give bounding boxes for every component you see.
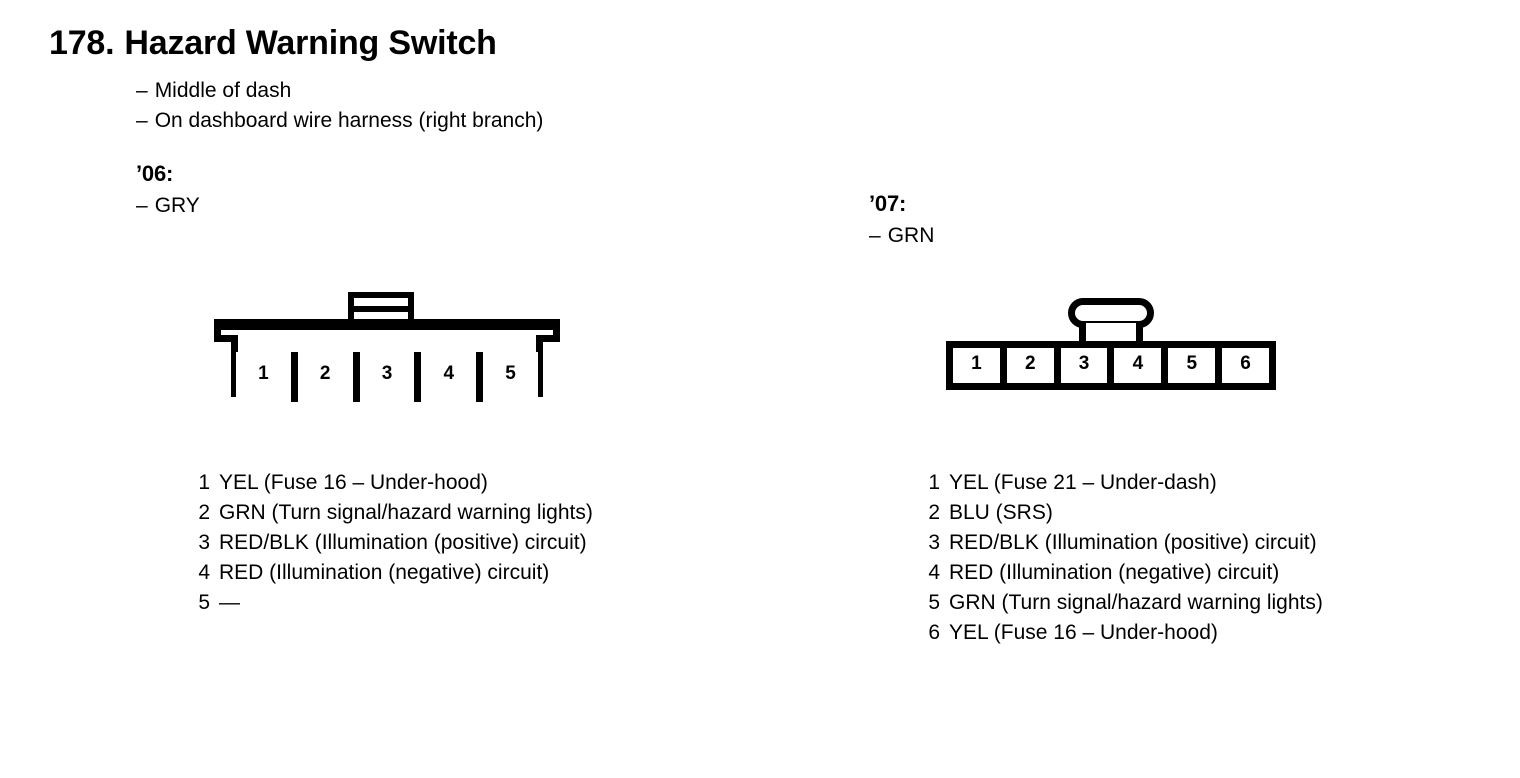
location-item-label: Middle of dash xyxy=(154,79,292,102)
pin-cavity: 3 xyxy=(352,352,415,402)
year-label-06: ’06: xyxy=(136,161,174,186)
year-label-07: ’07: xyxy=(869,191,907,216)
pin-assignment-row: 6 YEL (Fuse 16 – Under-hood) xyxy=(920,618,1323,648)
pin-cavity: 4 xyxy=(414,352,477,402)
pin-number: 1 xyxy=(198,471,210,494)
pin-number: 5 xyxy=(928,591,940,614)
pin-description: GRN (Turn signal/hazard warning lights) xyxy=(219,501,593,524)
pin-cavity: 1 xyxy=(953,348,1000,383)
pin-cavity-number: 3 xyxy=(381,363,393,384)
page-title: 178.Hazard Warning Switch xyxy=(49,24,497,63)
pin-number: 1 xyxy=(928,471,940,494)
pin-description: RED (Illumination (negative) circuit) xyxy=(219,561,550,584)
pin-cavity: 1 xyxy=(236,352,291,402)
year-heading-07: ’07: –GRN xyxy=(869,191,934,248)
connector-latch-neck xyxy=(1079,323,1143,345)
connector-body-06: 1 2 3 4 5 xyxy=(214,319,560,402)
pin-cavity: 2 xyxy=(290,352,353,402)
connector-color-code-07: GRN xyxy=(887,224,935,247)
pin-assignment-list-06: 1 YEL (Fuse 16 – Under-hood) 2 GRN (Turn s… xyxy=(190,468,593,618)
location-item-label: On dashboard wire harness (right branch) xyxy=(154,109,544,132)
location-list: –Middle of dash –On dashboard wire harne… xyxy=(136,76,543,136)
connector-color-code-06: GRY xyxy=(154,194,200,217)
pin-cavity-number: 3 xyxy=(1078,352,1090,374)
page-title-number: 178. xyxy=(49,24,115,62)
pin-cavity-number: 4 xyxy=(443,363,455,384)
pin-assignment-row: 5 GRN (Turn signal/hazard warning lights) xyxy=(920,588,1323,618)
pin-assignment-row: 4 RED (Illumination (negative) circuit) xyxy=(920,558,1323,588)
pin-description: RED/BLK (Illumination (positive) circuit… xyxy=(219,531,587,554)
pin-description: BLU (SRS) xyxy=(949,501,1053,524)
pin-number: 2 xyxy=(928,501,940,524)
page-title-text: Hazard Warning Switch xyxy=(124,24,497,62)
pin-number: 6 xyxy=(928,621,940,644)
pin-description: YEL (Fuse 16 – Under-hood) xyxy=(219,471,488,494)
connector-inner-wall-right xyxy=(536,335,543,397)
pin-description: RED (Illumination (negative) circuit) xyxy=(949,561,1280,584)
pin-cavity-number: 1 xyxy=(258,363,269,384)
pin-assignment-row: 1 YEL (Fuse 21 – Under-dash) xyxy=(920,468,1323,498)
pin-cavity: 3 xyxy=(1053,348,1108,383)
pin-cavity-number: 1 xyxy=(971,352,982,374)
connector-color-06: –GRY xyxy=(136,194,200,218)
dash-icon: – xyxy=(136,109,148,132)
pin-number: 4 xyxy=(198,561,210,584)
pin-cavity-number: 2 xyxy=(1024,352,1036,374)
pin-assignment-row: 5— xyxy=(190,588,593,618)
pin-cavity-number: 5 xyxy=(1186,352,1198,374)
pin-assignment-row: 3 RED/BLK (Illumination (positive) circui… xyxy=(920,528,1323,558)
pin-description: GRN (Turn signal/hazard warning lights) xyxy=(949,591,1323,614)
pin-description: YEL (Fuse 21 – Under-dash) xyxy=(949,471,1217,494)
pin-cavity: 5 xyxy=(476,352,538,402)
dash-icon: – xyxy=(136,79,148,102)
location-item: –On dashboard wire harness (right branch… xyxy=(136,106,543,136)
pin-description: YEL (Fuse 16 – Under-hood) xyxy=(949,621,1218,644)
pin-cavity-number: 5 xyxy=(505,363,516,384)
tab-slot-line xyxy=(354,306,408,312)
pin-cavity-number: 6 xyxy=(1240,352,1251,374)
connector-shoulder-right xyxy=(536,335,560,342)
pin-number: 3 xyxy=(198,531,210,554)
pin-number: 5 xyxy=(198,591,210,614)
pin-cavity: 5 xyxy=(1161,348,1216,383)
pin-cavity: 6 xyxy=(1215,348,1269,383)
connector-top-plate xyxy=(214,319,560,330)
pin-cavity: 2 xyxy=(999,348,1054,383)
pin-assignment-row: 2 BLU (SRS) xyxy=(920,498,1323,528)
pin-number: 4 xyxy=(928,561,940,584)
pin-number: 2 xyxy=(198,501,210,524)
pin-cavity-number: 4 xyxy=(1132,352,1144,374)
connector-pin-row-06: 1 2 3 4 5 xyxy=(236,352,538,402)
connector-pin-row-07: 1 2 3 4 5 6 xyxy=(946,341,1276,390)
pin-description: RED/BLK (Illumination (positive) circuit… xyxy=(949,531,1317,554)
connector-color-07: –GRN xyxy=(869,224,934,248)
dash-icon: – xyxy=(136,194,148,217)
pin-assignment-list-07: 1 YEL (Fuse 21 – Under-dash) 2 BLU (SRS) 3… xyxy=(920,468,1323,648)
connector-outer-wall-right xyxy=(553,319,560,341)
pin-assignment-row: 1 YEL (Fuse 16 – Under-hood) xyxy=(190,468,593,498)
connector-inner-wall-left xyxy=(231,335,238,397)
connector-outer-wall-left xyxy=(214,319,221,341)
pin-cavity-number: 2 xyxy=(319,363,331,384)
pin-assignment-row: 3 RED/BLK (Illumination (positive) circui… xyxy=(190,528,593,558)
dash-icon: – xyxy=(869,224,881,247)
connector-shoulder-left xyxy=(214,335,238,342)
connector-diagram-07: 1 2 3 4 5 6 xyxy=(946,298,1278,392)
location-item: –Middle of dash xyxy=(136,76,543,106)
pin-description: — xyxy=(219,591,240,614)
year-heading-06: ’06: –GRY xyxy=(136,161,200,218)
pin-assignment-row: 4 RED (Illumination (negative) circuit) xyxy=(190,558,593,588)
pin-cavity: 4 xyxy=(1107,348,1162,383)
connector-diagram-06: 1 2 3 4 5 xyxy=(214,292,564,404)
pin-assignment-row: 2 GRN (Turn signal/hazard warning lights) xyxy=(190,498,593,528)
pin-number: 3 xyxy=(928,531,940,554)
